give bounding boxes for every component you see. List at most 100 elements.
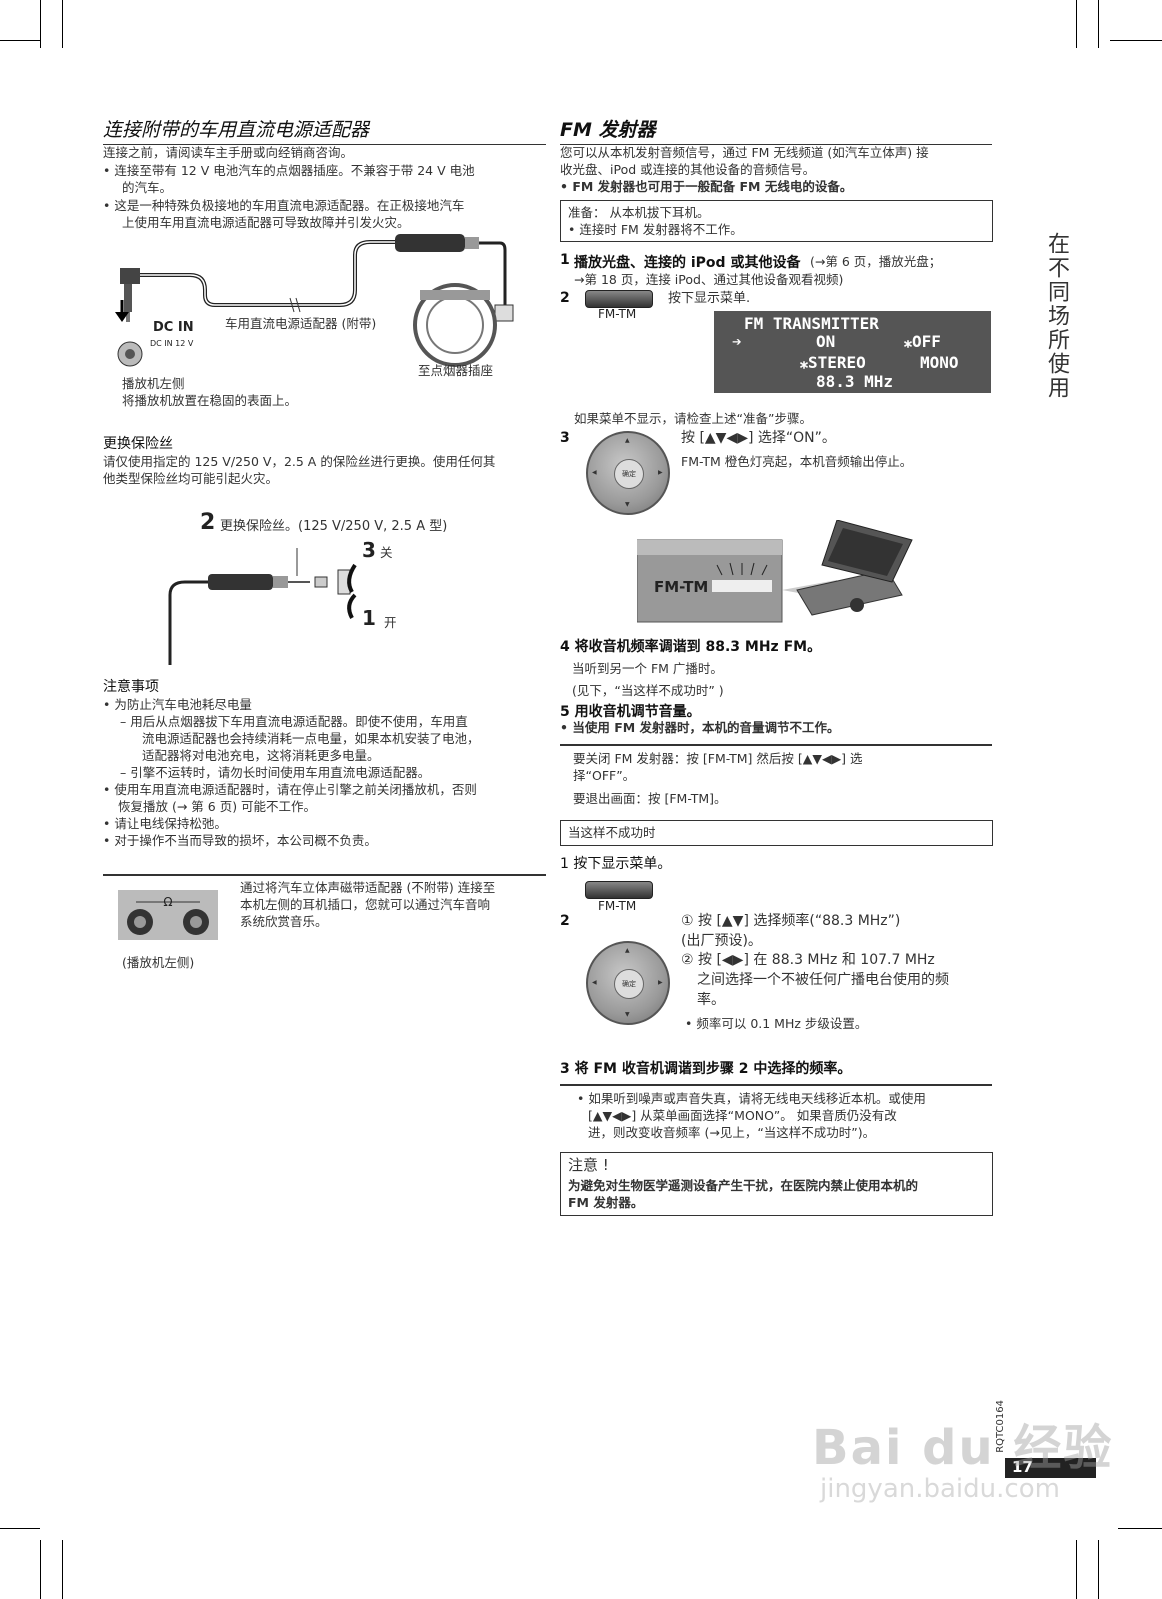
crop-mark <box>1076 0 1077 48</box>
fuse-open-label: 开 <box>384 615 397 630</box>
screen-arrow: ➔ <box>732 332 742 351</box>
page-number-bar <box>1005 1458 1096 1478</box>
preparation-note: • 连接时 FM 发射器将不工作。 <box>568 222 743 237</box>
step-text: 按 [▲▼◀▶] 选择“ON”。 <box>681 430 836 446</box>
caution-item: 适配器将对电池充电，这将消耗更多电量。 <box>142 748 380 763</box>
watermark-url: jingyan.baidu.com <box>820 1474 1060 1504</box>
direction-pad[interactable]: 确定 ▲ ▼ ◀ ▶ <box>586 431 670 515</box>
screen-on-option: ON <box>816 332 836 351</box>
caution-item: 流电源适配器也会持续消耗一点电量，如果本机安装了电池， <box>142 731 480 746</box>
caution-item: 恢复播放 (→ 第 6 页) 可能不工作。 <box>118 799 317 814</box>
headphone-caption: (播放机左侧) <box>122 955 195 970</box>
crop-mark <box>62 1540 63 1599</box>
svg-text:Ω: Ω <box>163 895 172 909</box>
fuse-section-title: 更换保险丝 <box>103 436 173 452</box>
screen-mono-option: MONO <box>920 353 959 372</box>
enter-button[interactable]: 确定 <box>614 969 644 999</box>
fm-tm-button[interactable] <box>585 881 653 899</box>
crop-mark <box>1110 40 1162 41</box>
fuse-step-number: 2 <box>200 510 216 535</box>
step-number: 1 <box>560 252 570 268</box>
step-text: 4 将收音机频率调谐到 88.3 MHz FM。 <box>560 639 822 655</box>
turn-off-text: 要关闭 FM 发射器：按 [FM-TM] 然后按 [▲▼◀▶] 选 <box>573 751 863 766</box>
dc-in-label: DC IN <box>153 320 194 335</box>
section-title-fm-transmitter: FM 发射器 <box>560 115 992 145</box>
fuse-illustration <box>168 548 357 665</box>
fuse-step-text: 更换保险丝。(125 V/250 V, 2.5 A 型) <box>220 519 448 534</box>
caution-section-title: 注意事项 <box>103 679 159 695</box>
fuse-text: 请仅使用指定的 125 V/250 V，2.5 A 的保险丝进行更换。使用任何其 <box>103 454 496 469</box>
step-text: 1 按下显示菜单。 <box>560 856 672 872</box>
turn-off-text: 择“OFF”。 <box>573 768 636 783</box>
crop-mark <box>62 0 63 48</box>
headphone-text: 通过将汽车立体声磁带适配器 (不附带) 连接至 <box>240 880 496 895</box>
caution-item: • 为防止汽车电池耗尽电量 <box>103 697 252 712</box>
crop-mark <box>40 0 41 48</box>
player-left-label: 播放机左侧 <box>122 376 185 391</box>
section-divider <box>103 874 546 876</box>
fuse-close-label: 关 <box>380 545 393 560</box>
crop-mark <box>1098 0 1099 48</box>
warning-text: 为避免对生物医学遥测设备产生干扰，在医院内禁止使用本机的 <box>568 1178 919 1193</box>
fm-tm-button-label: FM-TM <box>598 899 637 913</box>
preparation-box <box>560 200 993 242</box>
screen-off-option: ⁎OFF <box>904 332 941 351</box>
side-chapter-heading: 在不同场所使用 <box>1044 232 1069 400</box>
noise-note: [▲▼◀▶] 从菜单画面选择“MONO”。 如果音质仍没有改 <box>588 1108 897 1123</box>
fm-menu-screen: FM TRANSMITTER ➔ ON ⁎OFF ⁎STEREO MONO 88… <box>714 311 991 393</box>
troubleshoot-box <box>560 820 993 846</box>
step-number: 3 <box>560 430 570 446</box>
bullet-text: • 这是一种特殊负极接地的车用直流电源适配器。在正极接地汽车 <box>103 198 465 213</box>
fm-tm-button-label: FM-TM <box>598 307 637 321</box>
screen-frequency: 88.3 MHz <box>816 372 894 391</box>
screen-stereo-option: ⁎STEREO <box>800 353 866 372</box>
troubleshoot-title: 当这样不成功时 <box>568 825 656 840</box>
fm-intro: 您可以从本机发射音频信号，通过 FM 无线频道 (如汽车立体声) 接 <box>560 145 929 160</box>
headphone-text: 系统欣赏音乐。 <box>240 914 328 929</box>
step-reference: →第 18 页，连接 iPod、通过其他设备观看视频) <box>574 272 844 287</box>
step-note: (见下，“当这样不成功时” ) <box>572 683 724 698</box>
caution-item: – 用后从点烟器拔下车用直流电源适配器。即使不使用，车用直 <box>120 714 468 729</box>
warning-title: 注意 ! <box>568 1156 609 1174</box>
player-note: 将播放机放置在稳固的表面上。 <box>122 393 298 408</box>
step-number: 2 <box>560 290 570 306</box>
section-divider <box>560 1084 992 1086</box>
screen-title: FM TRANSMITTER <box>744 314 879 333</box>
crop-mark <box>1076 1540 1077 1599</box>
step-text: 按下显示菜单. <box>668 291 751 306</box>
enter-button[interactable]: 确定 <box>614 459 644 489</box>
dc-in-small-label: DC IN 12 V <box>150 339 194 348</box>
step-text: 率。 <box>697 992 725 1008</box>
fm-panel-label: FM-TM <box>654 578 709 596</box>
crop-mark <box>0 1528 40 1529</box>
caution-item: – 引擎不运转时，请勿长时间使用车用直流电源适配器。 <box>120 765 431 780</box>
fm-tm-panel-illustration <box>637 520 913 623</box>
headphone-jack-illustration: Ω <box>118 890 218 940</box>
intro-text: 连接之前，请阅读车主手册或向经销商咨询。 <box>103 145 354 160</box>
lighter-socket-label: 至点烟器插座 <box>418 363 494 378</box>
caution-item: • 对于操作不当而导致的损坏，本公司概不负责。 <box>103 833 377 848</box>
fm-tm-button[interactable] <box>585 290 653 308</box>
page-number: 17 <box>1012 1458 1033 1476</box>
step-note: • 频率可以 0.1 MHz 步级设置。 <box>685 1016 868 1031</box>
noise-note: • 如果听到噪声或声音失真，请将无线电天线移近本机。或使用 <box>577 1091 926 1106</box>
headphone-text: 本机左侧的耳机插口，您就可以通过汽车音响 <box>240 897 491 912</box>
section-divider <box>560 744 992 746</box>
step-text: ① 按 [▲▼] 选择频率(“88.3 MHz”) <box>681 913 901 929</box>
bullet-text: 上使用车用直流电源适配器可导致故障并引发火灾。 <box>122 215 410 230</box>
crop-mark <box>40 1540 41 1599</box>
exit-text: 要退出画面：按 [FM-TM]。 <box>573 791 727 806</box>
step-reference: (→第 6 页，播放光盘； <box>810 254 942 269</box>
fuse-step-number: 3 <box>362 538 376 562</box>
section-title-car-adapter: 连接附带的车用直流电源适配器 <box>103 115 546 145</box>
crop-mark <box>0 40 40 41</box>
watermark-logo: Bai du 经验 <box>812 1420 1114 1476</box>
direction-pad[interactable]: 确定 ▲ ▼ ◀ ▶ <box>586 941 670 1025</box>
step-note: • 当使用 FM 发射器时，本机的音量调节不工作。 <box>560 720 840 735</box>
step-text: 5 用收音机调节音量。 <box>560 704 701 720</box>
fm-intro-note: • FM 发射器也可用于一般配备 FM 无线电的设备。 <box>560 179 853 194</box>
step-text: 3 将 FM 收音机调谐到步骤 2 中选择的频率。 <box>560 1061 852 1077</box>
noise-note: 进，则改变收音频率 (→见上，“当这样不成功时”)。 <box>588 1125 876 1140</box>
adapter-label: 车用直流电源适配器 (附带) <box>225 316 377 331</box>
car-adapter-illustration <box>115 234 514 367</box>
